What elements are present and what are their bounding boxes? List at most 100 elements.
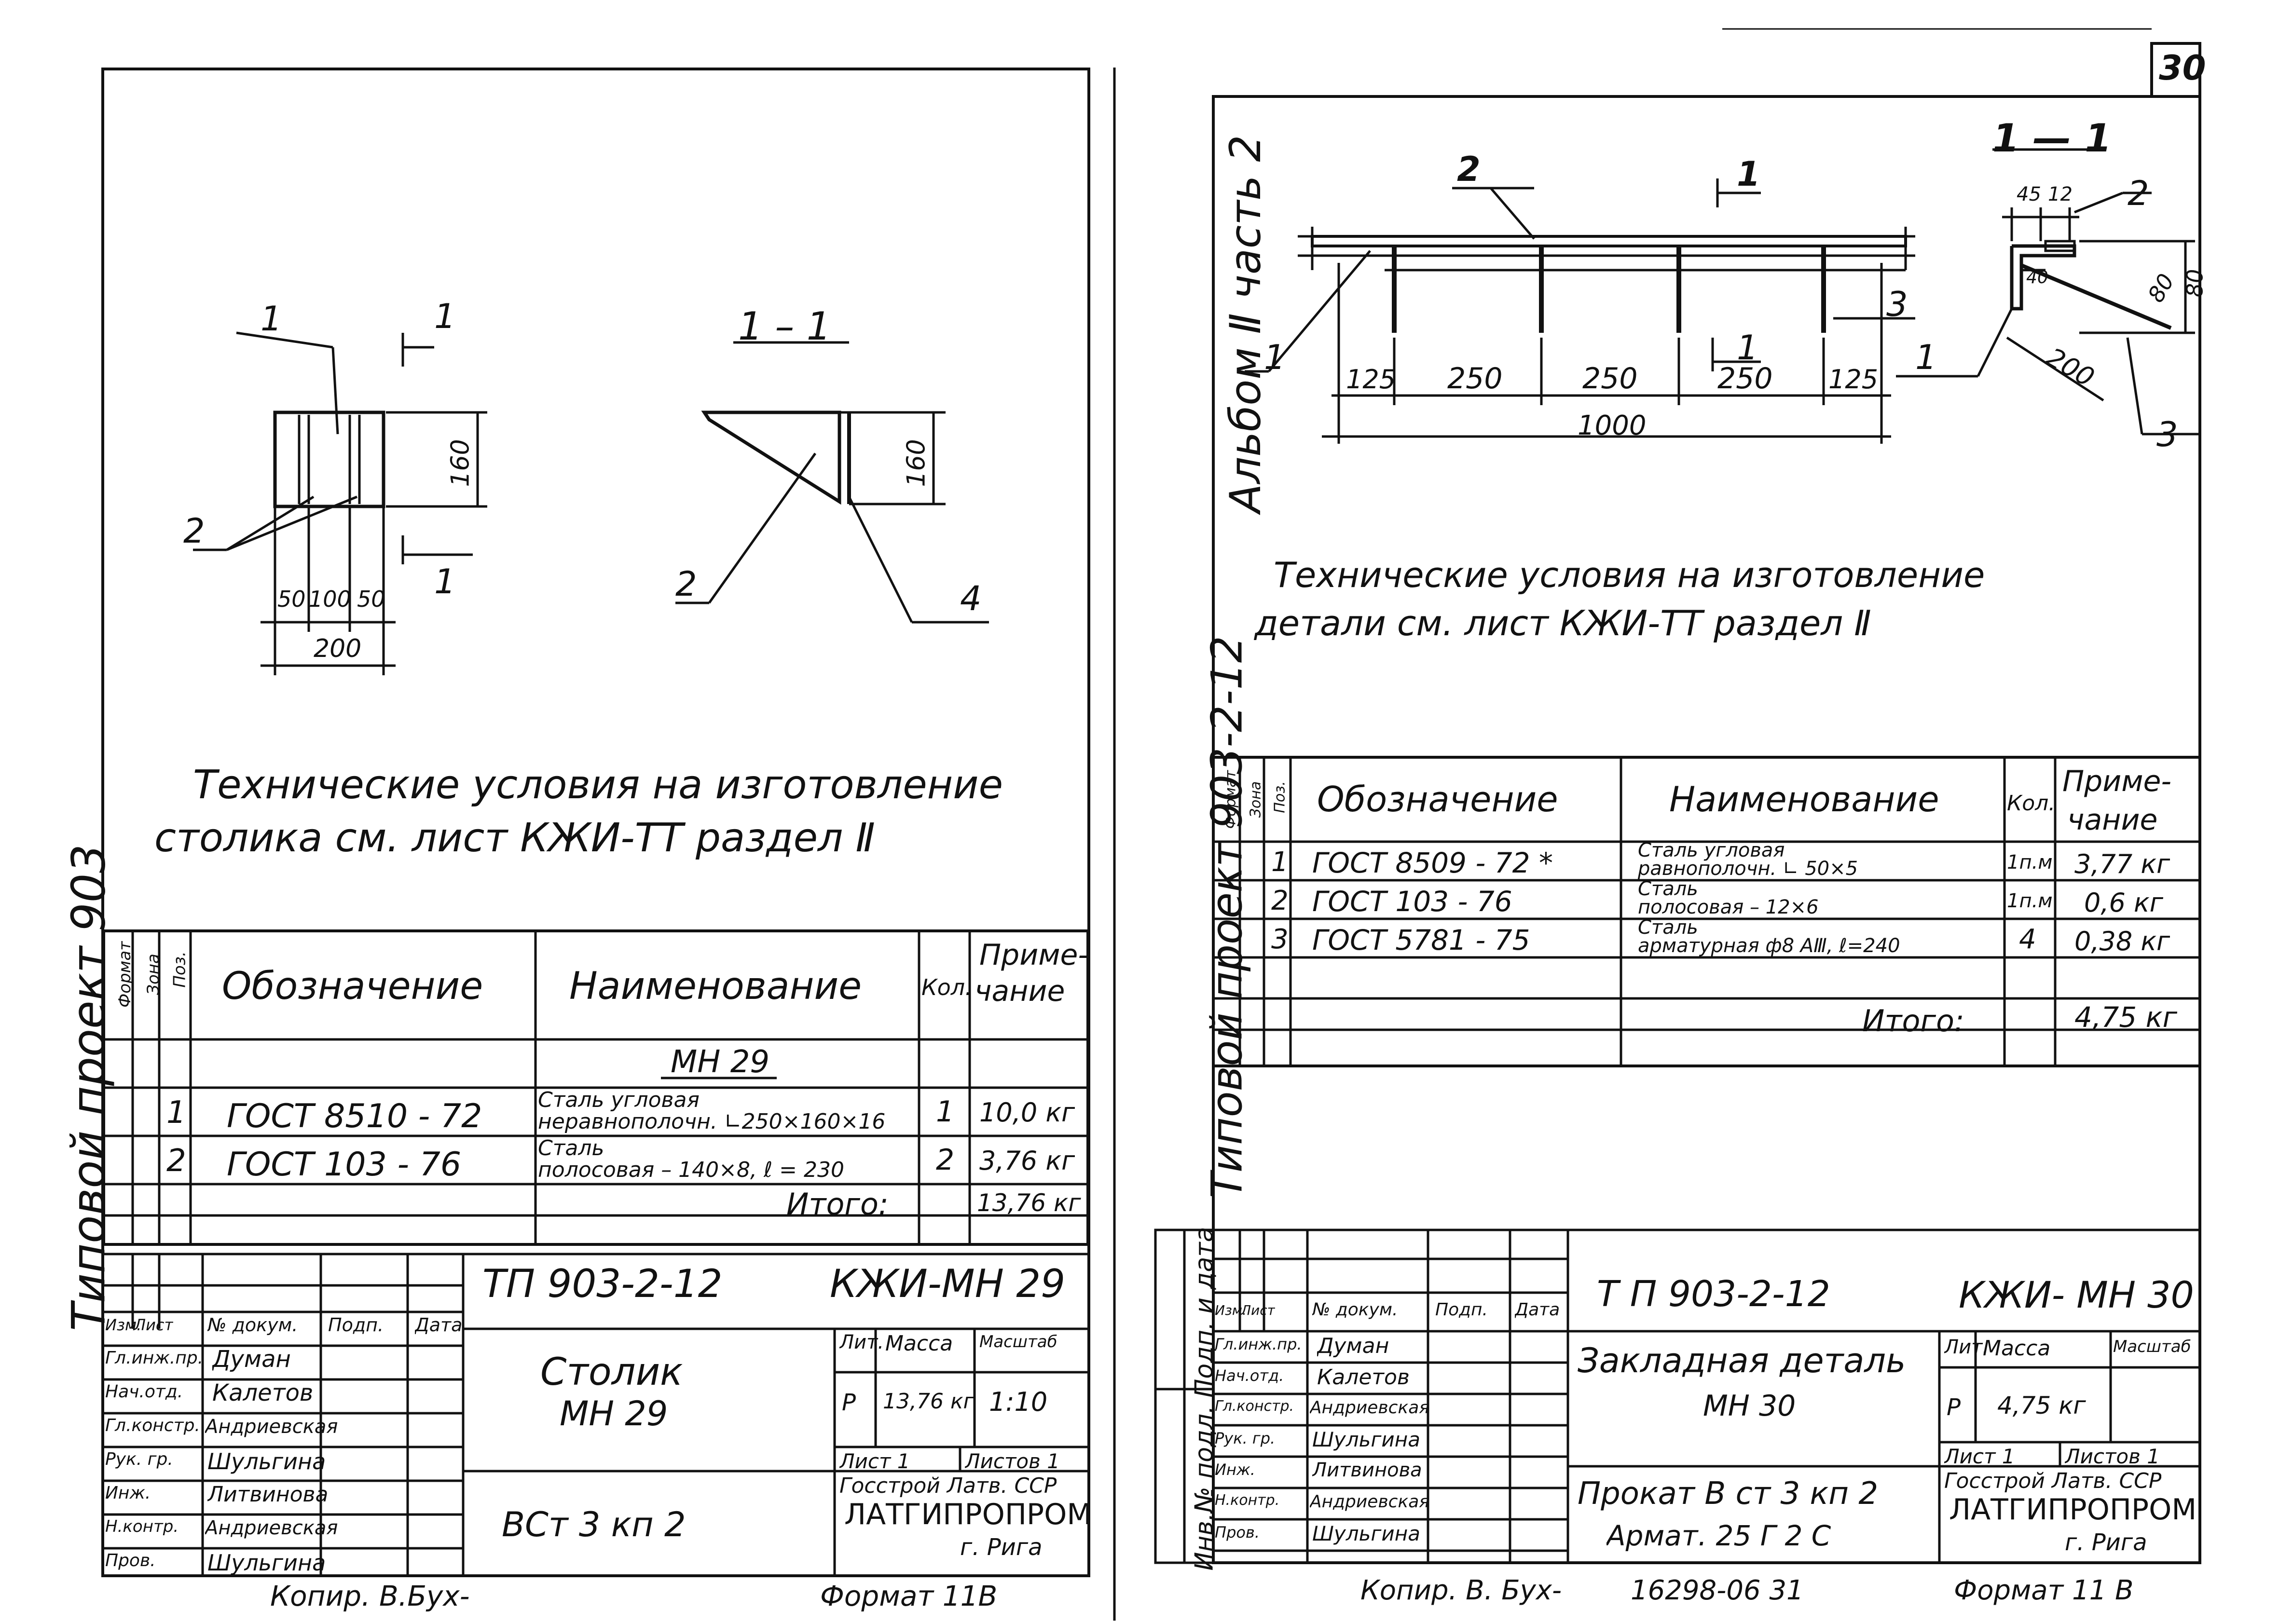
left-section-callout-2: 2 (675, 564, 697, 604)
right-spec-row-2-name-2: полосовая – 12×6 (1638, 896, 1819, 918)
left-tb-lit-hdr: Лит. (839, 1331, 884, 1353)
right-sec-callout-3: 3 (2156, 415, 2178, 454)
left-dim-160-b: 160 (902, 439, 931, 487)
left-spec-header-name: Наименование (569, 965, 862, 1008)
right-spec-row-3-name-1: Сталь (1638, 916, 1698, 939)
left-tb-name-2: МН 29 (560, 1394, 668, 1433)
right-spec-row-2-name-1: Сталь (1638, 878, 1698, 900)
right-note-line-2: детали см. лист КЖИ-ТТ раздел Ⅱ (1254, 603, 1871, 643)
right-tb-sheets: Листов 1 (2065, 1445, 2160, 1468)
left-tb-staff-role-3: Гл.констр. (105, 1416, 200, 1435)
left-section-mark-top: 1 (434, 297, 456, 336)
left-spec-row-1-designation: ГОСТ 8510 - 72 (227, 1097, 482, 1135)
left-section-callout-4: 4 (960, 579, 982, 618)
right-tb-sheet: Лист 1 (1944, 1445, 2015, 1468)
left-spec-group-title: МН 29 (671, 1044, 770, 1080)
right-dim-40: 40 (2026, 268, 2048, 287)
right-spec-header-note-1: Приме- (2062, 764, 2172, 798)
right-dim-200: 200 (2041, 341, 2100, 393)
left-footer-copy: Копир. В.Бух- (270, 1580, 470, 1612)
right-footer-format: Формат 11 В (1954, 1575, 2134, 1606)
right-tb-name-2: МН 30 (1703, 1389, 1796, 1423)
left-tb-material: ВСт 3 кп 2 (502, 1505, 686, 1544)
right-tb-staff-name-6: Андриевская (1310, 1492, 1429, 1512)
right-tb-staff-name-2: Калетов (1317, 1365, 1410, 1390)
left-tb-org-2: ЛАТГИПРОПРОМ (844, 1498, 1092, 1531)
right-spec-row-1-name-1: Сталь угловая (1638, 839, 1785, 861)
right-tb-hdr-izm: Изм. (1215, 1302, 1247, 1318)
left-tb-sheets: Листов 1 (965, 1449, 1060, 1473)
right-tb-hdr-doc: № докум. (1312, 1300, 1398, 1320)
right-spec-total-value: 4,75 кг (2074, 1001, 2178, 1034)
right-tb-org-1: Госстрой Латв. ССР (1944, 1469, 2162, 1493)
left-tb-org-3: г. Рига (960, 1534, 1043, 1561)
left-spec-row-2-pos: 2 (166, 1143, 186, 1179)
right-spec-header-zone: Зона (1247, 781, 1264, 818)
left-tb-sheet-code: КЖИ-МН 29 (830, 1261, 1066, 1306)
left-spec-row-2-designation: ГОСТ 103 - 76 (227, 1146, 462, 1184)
left-tb-staff-name-5: Литвинова (207, 1482, 329, 1507)
left-tb-staff-role-1: Гл.инж.пр. (105, 1348, 204, 1368)
left-dim-50-b: 50 (357, 586, 385, 612)
right-callout-2: 2 (1457, 150, 1481, 189)
left-tb-mass-hdr: Масса (885, 1331, 953, 1356)
right-tb-staff-name-1: Думан (1317, 1334, 1389, 1358)
right-tb-code: Т П 903-2-12 (1597, 1273, 1830, 1315)
left-callout-1: 1 (261, 299, 282, 339)
right-spec-total-label: Итого: (1862, 1003, 1964, 1038)
left-tb-staff-role-5: Инж. (105, 1483, 151, 1503)
left-tb-hdr-sign: Подп. (328, 1314, 384, 1336)
left-spec-row-1-pos: 1 (166, 1095, 186, 1131)
right-spec-row-1-designation: ГОСТ 8509 - 72 * (1312, 846, 1553, 879)
right-tb-staff-name-4: Шульгина (1312, 1428, 1420, 1451)
left-spec-header-format: Формат (115, 941, 135, 1008)
right-spec-row-2-designation: ГОСТ 103 - 76 (1312, 885, 1512, 918)
left-spec-row-1-qty: 1 (936, 1095, 955, 1129)
right-dim-12: 12 (2048, 183, 2073, 205)
right-spec-header-name: Наименование (1669, 779, 1939, 819)
right-tb-sheet-code: КЖИ- МН 30 (1959, 1273, 2194, 1316)
right-tb-staff-role-2: Нач.отд. (1215, 1366, 1284, 1385)
left-tb-staff-role-2: Нач.отд. (105, 1382, 183, 1402)
right-tb-staff-role-4: Рук. гр. (1215, 1429, 1276, 1447)
left-tb-lit: Р (842, 1389, 856, 1416)
left-spec-total-label: Итого: (786, 1187, 889, 1222)
left-tb-code: ТП 903-2-12 (482, 1261, 723, 1306)
right-dim-250-b: 250 (1582, 362, 1638, 396)
left-footer-format: Формат 11В (820, 1580, 998, 1612)
right-tb-hdr-list: Лист (1241, 1302, 1275, 1318)
right-tb-hdr-date: Дата (1515, 1300, 1560, 1320)
left-tb-staff-name-7: Шульгина (207, 1550, 326, 1576)
left-spec-row-2-name-1: Сталь (538, 1136, 604, 1160)
left-spec-header-note-1: Приме- (979, 938, 1089, 972)
right-dim-80-a: 80 (2142, 269, 2180, 307)
left-sheet-frame (101, 68, 1090, 1577)
left-tb-scale: 1:10 (989, 1387, 1048, 1417)
left-dim-50-a: 50 (277, 586, 306, 612)
right-tb-staff-role-6: Н.контр. (1215, 1492, 1280, 1509)
right-dim-250-c: 250 (1717, 362, 1773, 396)
right-dim-125-b: 125 (1828, 364, 1879, 395)
left-tb-staff-role-4: Рук. гр. (105, 1449, 173, 1469)
right-spec-row-2-pos: 2 (1271, 885, 1289, 916)
right-spec-row-1-pos: 1 (1271, 846, 1289, 878)
left-tb-scale-hdr: Масштаб (979, 1332, 1057, 1351)
right-side-top: Альбом Ⅱ часть 2 (1221, 135, 1271, 513)
left-tb-hdr-izm: Изм. (105, 1316, 142, 1334)
right-spec-header-note-2: чание (2067, 803, 2158, 837)
left-tb-sheet: Лист 1 (839, 1449, 910, 1473)
left-tb-hdr-list: Лист (134, 1316, 174, 1334)
right-tb-scale-hdr: Масштаб (2113, 1337, 2191, 1356)
left-spec-header-pos: Поз. (170, 951, 190, 988)
left-note-line-1: Технические условия на изготовление (193, 762, 1003, 808)
right-tb-staff-name-7: Шульгина (1312, 1522, 1420, 1545)
right-spec-header-designation: Обозначение (1317, 779, 1558, 819)
left-note-line-2: столика см. лист КЖИ-ТТ раздел Ⅱ (154, 815, 875, 861)
left-spec-row-1-note: 10,0 кг (979, 1097, 1075, 1128)
left-tb-hdr-date: Дата (415, 1314, 463, 1336)
right-section-title: 1 — 1 (1992, 116, 2112, 161)
left-tb-staff-name-4: Шульгина (207, 1448, 326, 1474)
right-dim-80-b: 80 (2182, 269, 2208, 298)
right-section-mark-top: 1 (1737, 154, 1760, 194)
left-spec-header-qty: Кол. (921, 974, 972, 1000)
